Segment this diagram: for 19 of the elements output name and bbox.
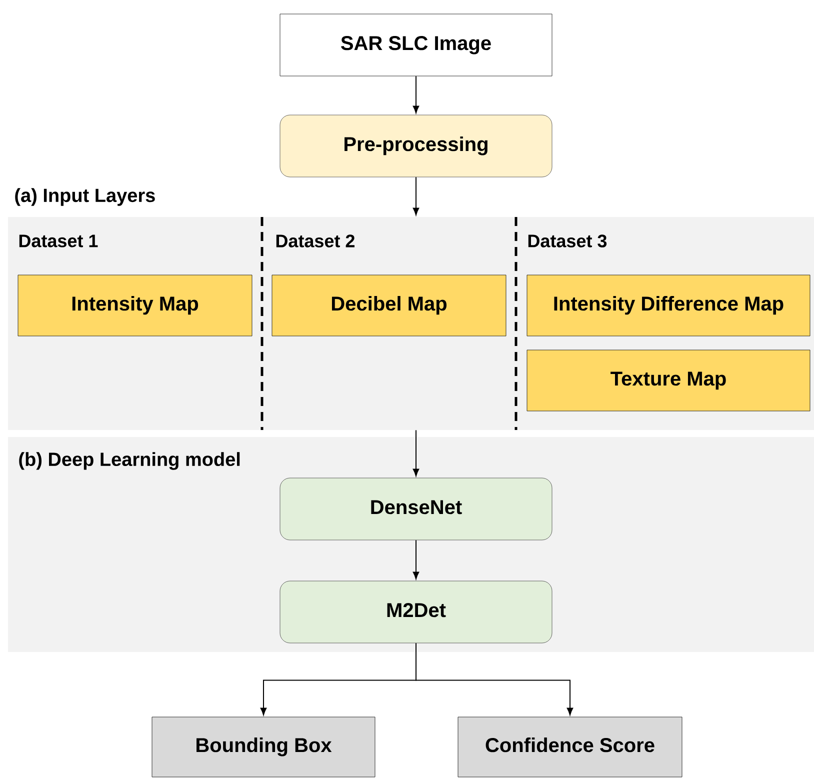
layer-box: Intensity Difference Map [526,274,810,336]
layer-box: Decibel Map [272,274,506,336]
arrow [412,176,420,216]
model-box: M2Det [280,580,552,644]
column-heading: Dataset 3 [528,234,607,248]
text-box: SAR SLC Image [280,14,552,76]
node-label: (a) Input Layers [15,188,155,206]
column-heading: Dataset 2 [276,234,354,248]
output-box: Confidence Score [458,716,682,778]
layer-box: Intensity Map [18,274,252,336]
model-box: DenseNet [280,478,552,540]
layer-box: Texture Map [526,350,810,412]
column-heading: Dataset 1 [19,234,98,248]
arrow [416,642,574,716]
arrow [412,76,420,114]
arrow [412,540,420,580]
arrow [412,430,420,476]
output-box: Bounding Box [152,716,376,778]
process-box: Pre-processing [280,114,552,178]
